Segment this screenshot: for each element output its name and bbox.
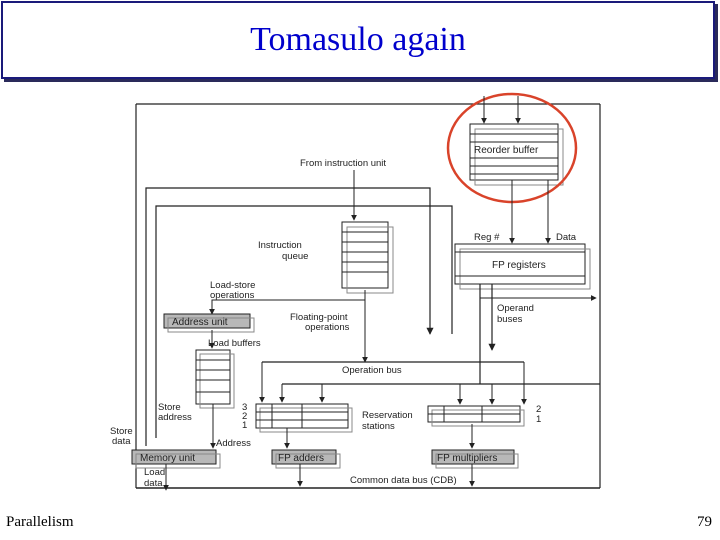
load-buffers: Load buffers [195,338,261,449]
cdb-label: Common data bus (CDB) [350,475,457,486]
rs-right-2: 2 [536,404,541,415]
footer-topic: Parallelism [6,514,74,530]
instruction-unit-input: From instruction unit [300,158,386,221]
fp-adders-label: FP adders [278,453,324,464]
fp-ops-label-1: Floating-point [290,312,348,323]
operand-buses-label-1: Operand [497,303,534,314]
rs-left-3: 3 [242,402,247,413]
fp-ops-label-2: operations [305,322,350,333]
fp-multipliers-label: FP multipliers [437,453,497,464]
page-number: 79 [697,514,712,530]
instruction-queue-label-1: Instruction [258,240,302,251]
operand-buses: Operand buses [479,284,597,384]
rob-inputs [481,96,521,124]
memory-unit: Memory unit Load data [131,449,221,491]
memory-unit-label: Memory unit [140,453,195,464]
figure-frame [135,103,601,488]
operation-bus-label: Operation bus [342,365,402,376]
from-instruction-unit-label: From instruction unit [300,158,386,169]
rs-right-1: 1 [536,414,541,425]
rob-to-registers: Reg # Data [474,180,577,244]
operation-bus: Operation bus [259,361,600,405]
instruction-queue-label-2: queue [282,251,308,262]
reservation-stations-multipliers: 2 1 [427,404,541,449]
operand-buses-label-2: buses [497,314,523,325]
address-unit: Address unit [163,313,255,349]
load-buffers-label: Load buffers [208,338,261,349]
load-store-ops-label-1: Load-store [210,280,255,291]
feedback-buses [145,187,453,446]
store-data-label-1: Store [110,426,133,437]
address-unit-label: Address unit [172,317,228,328]
store-address-label-1: Store [158,402,181,413]
load-data-label-2: data [144,478,163,489]
store-data-label-2: data [112,436,131,447]
fp-registers: FP registers [454,243,591,290]
fp-registers-label: FP registers [492,260,546,271]
reservation-stations-adders: 3 2 1 Reservation stations [242,402,413,449]
title-bar: Tomasulo again [1,1,715,79]
rs-left-2: 2 [242,411,247,422]
slide-title: Tomasulo again [250,21,466,58]
fp-adders: FP adders [271,449,341,487]
reservation-stations-label-2: stations [362,421,395,432]
common-data-bus: Common data bus (CDB) [136,475,600,489]
reorder-buffer: Reorder buffer [469,123,564,186]
reservation-stations-label-1: Reservation [362,410,413,421]
fp-multipliers: FP multipliers [431,449,519,487]
instruction-queue: Instruction queue [258,221,394,294]
store-address-label-2: address [158,412,192,423]
address-label: Address [216,438,251,449]
reorder-buffer-label: Reorder buffer [474,145,539,156]
load-store-ops-label-2: operations [210,290,255,301]
rs-left-1: 1 [242,420,247,431]
store-paths: Store address Store data Address [110,402,251,449]
load-data-label-1: Load [144,467,165,478]
load-store-path: Load-store operations Floating-point ope… [209,280,368,363]
data-label: Data [556,232,577,243]
reg-num-label: Reg # [474,232,500,243]
